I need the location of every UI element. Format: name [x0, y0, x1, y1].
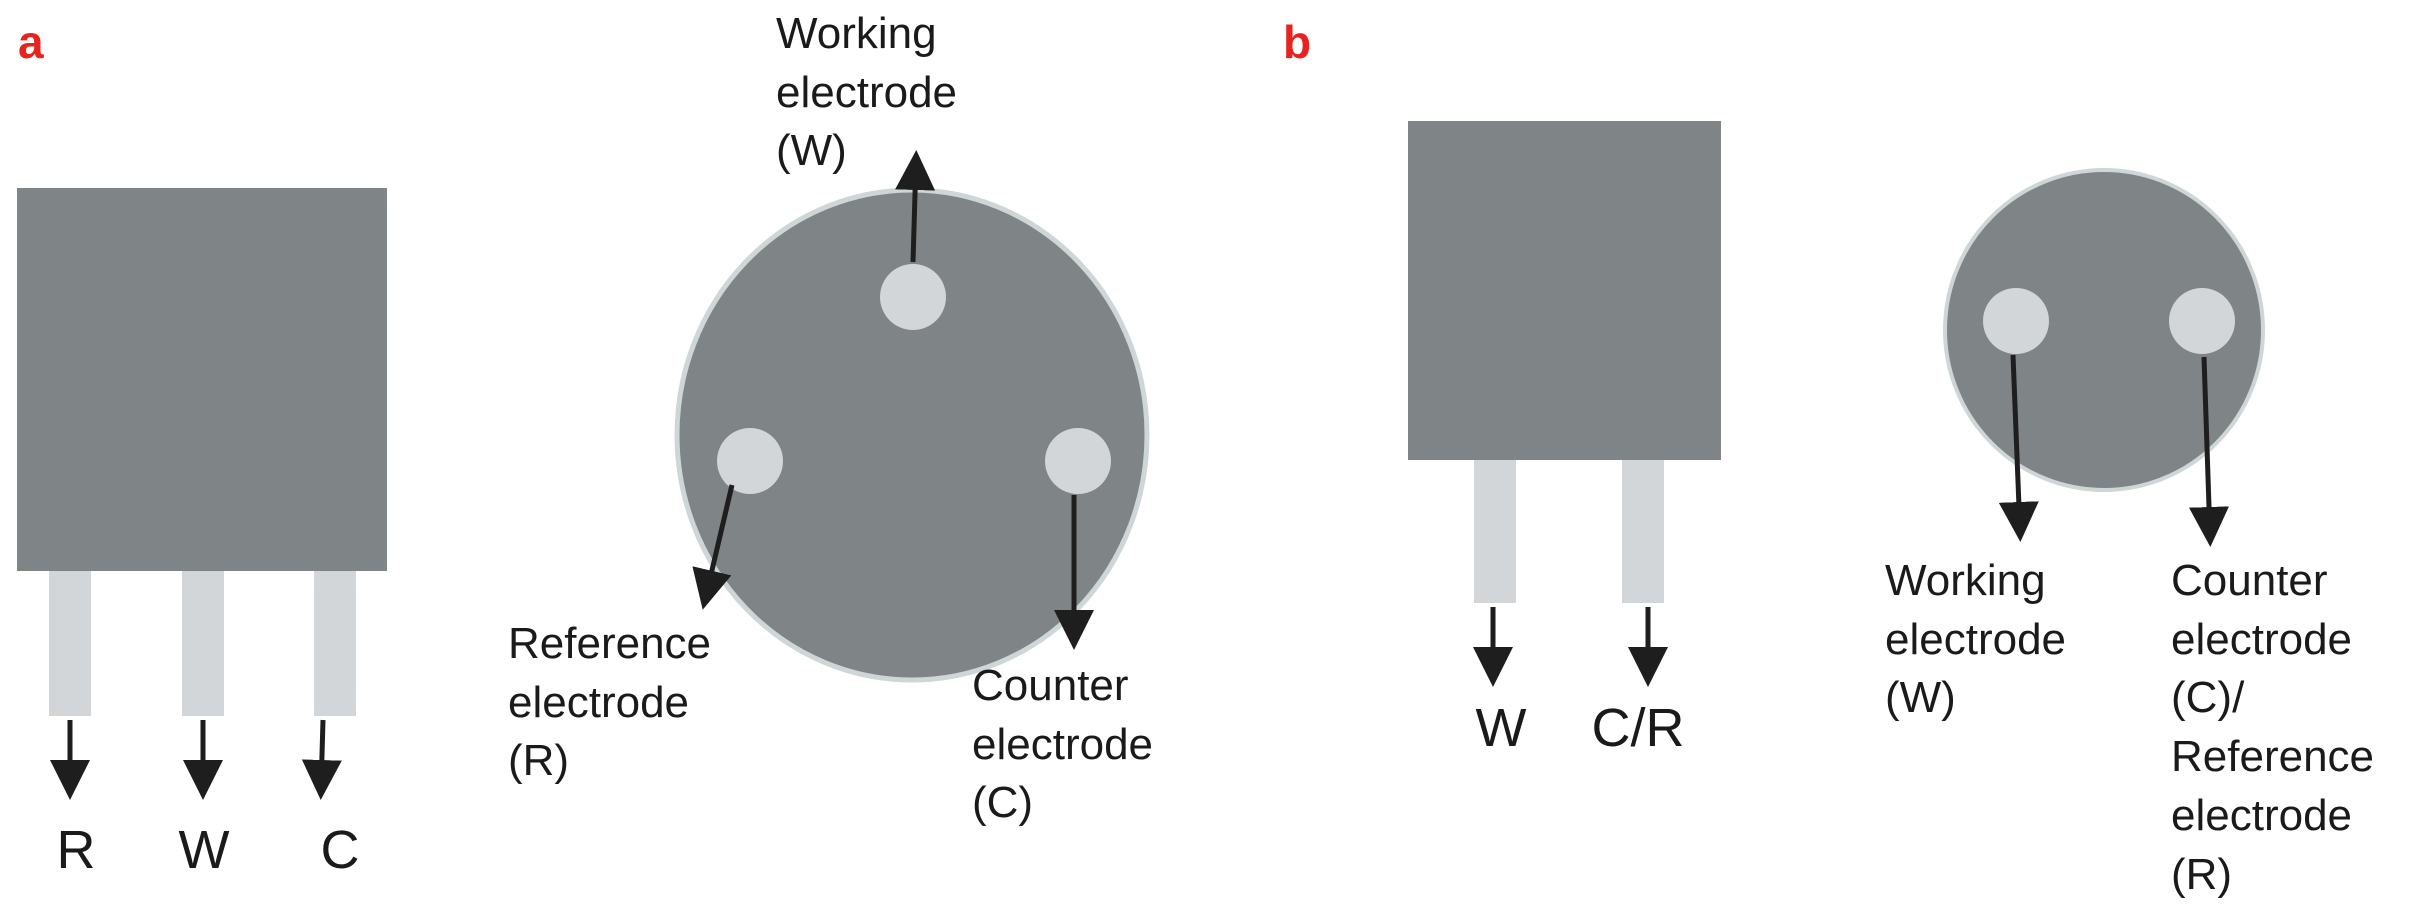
panel-a-counter-electrode — [1045, 428, 1111, 494]
panel-a-counter-callout: Counter electrode (C) — [972, 661, 1165, 827]
panel-b-pin-w — [1474, 460, 1516, 603]
panel-a: a R W C Working electrode (W) R — [17, 9, 1165, 880]
panel-b-sensor-body — [1408, 121, 1721, 460]
panel-a-counter-callout-line3: (C) — [972, 778, 1033, 827]
panel-a-pin-c-arrow — [301, 719, 342, 800]
panel-b-pin-w-label: W — [1476, 698, 1527, 758]
panel-b-counter-reference-callout-line3: (C)/ — [2171, 673, 2245, 722]
panel-b-counter-reference-callout-line4: Reference — [2171, 732, 2374, 781]
panel-b-working-electrode — [1983, 288, 2049, 354]
panel-b-counter-reference-arrow — [2189, 356, 2229, 547]
panel-b-label: b — [1283, 16, 1311, 68]
panel-b-counter-reference-electrode — [2169, 288, 2235, 354]
panel-b-sensor-face — [1943, 168, 2265, 492]
panel-a-reference-arrow — [692, 484, 735, 610]
panel-b-counter-reference-callout: Counter electrode (C)/ Reference electro… — [2171, 556, 2386, 899]
panel-a-working-callout: Working electrode (W) — [776, 9, 969, 175]
panel-b-working-arrow — [1998, 354, 2039, 542]
panel-a-pin-w-label: W — [179, 820, 230, 880]
panel-b-pin-cr-label: C/R — [1592, 698, 1685, 758]
panel-a-working-callout-line3: (W) — [776, 126, 847, 175]
panel-b-working-callout: Working electrode (W) — [1885, 556, 2078, 722]
panel-b-counter-reference-callout-line2: electrode — [2171, 615, 2352, 664]
panel-a-reference-callout-line1: Reference — [508, 619, 711, 668]
panel-a-pin-c-label: C — [321, 820, 360, 880]
panel-a-reference-electrode — [717, 428, 783, 494]
panel-b-counter-reference-callout-line1: Counter — [2171, 556, 2328, 605]
panel-b-counter-reference-callout-line5: electrode — [2171, 791, 2352, 840]
panel-a-pin-r — [49, 571, 91, 716]
panel-b: b W C/R Working electrode (W) Counter el… — [1283, 16, 2386, 899]
panel-a-label: a — [18, 16, 44, 68]
panel-a-pin-r-label: R — [57, 820, 96, 880]
panel-a-counter-callout-line1: Counter — [972, 661, 1129, 710]
panel-a-working-arrow — [895, 150, 936, 263]
panel-a-reference-callout-line2: electrode — [508, 678, 689, 727]
panel-a-sensor-body — [17, 188, 387, 571]
panel-a-pin-c — [314, 571, 356, 716]
panel-a-working-callout-line1: Working — [776, 9, 937, 58]
panel-a-pin-w — [182, 571, 224, 716]
panel-a-working-callout-line2: electrode — [776, 68, 957, 117]
panel-a-reference-callout-line3: (R) — [508, 736, 569, 785]
panel-b-counter-reference-callout-line6: (R) — [2171, 850, 2232, 899]
panel-a-working-electrode — [880, 264, 946, 330]
panel-b-working-callout-line1: Working — [1885, 556, 2046, 605]
panel-a-reference-callout: Reference electrode (R) — [508, 619, 723, 785]
panel-a-counter-callout-line2: electrode — [972, 720, 1153, 769]
panel-b-working-callout-line2: electrode — [1885, 615, 2066, 664]
panel-b-working-callout-line3: (W) — [1885, 673, 1956, 722]
panel-b-pin-cr — [1622, 460, 1664, 603]
